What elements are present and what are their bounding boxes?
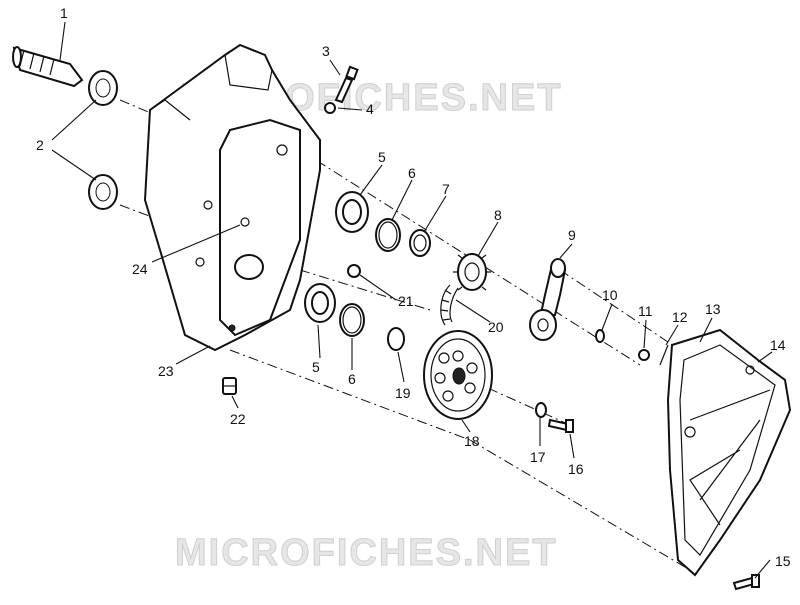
callout-5-upper: 5 — [378, 149, 386, 165]
chaincase-housing — [143, 43, 321, 352]
callout-9: 9 — [568, 227, 576, 243]
callout-23: 23 — [158, 363, 174, 379]
callout-22: 22 — [230, 411, 246, 427]
callout-20: 20 — [488, 319, 504, 335]
callout-8: 8 — [494, 207, 502, 223]
nut-part-11 — [638, 349, 650, 361]
callout-labels: 1 2 3 4 5 6 7 8 9 10 11 12 13 14 15 16 1… — [36, 5, 791, 569]
callout-7: 7 — [442, 181, 450, 197]
callout-5-lower: 5 — [312, 359, 320, 375]
chaincase-cover-part — [666, 328, 792, 577]
assembly-axis-lines — [119, 99, 691, 571]
callout-18: 18 — [464, 433, 480, 449]
callout-24: 24 — [132, 261, 148, 277]
drain-plug-part — [222, 377, 237, 395]
callout-6-lower: 6 — [348, 371, 356, 387]
washer-part-19 — [387, 327, 405, 351]
callout-13: 13 — [705, 301, 721, 317]
callout-10: 10 — [602, 287, 618, 303]
callout-19: 19 — [395, 385, 411, 401]
small-sprocket-part — [453, 253, 491, 291]
washer-part-17 — [535, 402, 547, 418]
shaft-part — [12, 46, 84, 88]
callout-11: 11 — [638, 303, 653, 319]
callout-2: 2 — [36, 137, 44, 153]
chain-part — [440, 284, 459, 326]
part-21 — [347, 264, 361, 278]
callout-14: 14 — [770, 337, 786, 353]
callout-1: 1 — [60, 5, 68, 21]
o-ring-part-upper — [375, 218, 401, 252]
washer-part-7 — [409, 229, 431, 257]
tensioner-arm-part — [529, 258, 567, 341]
seal-part-upper — [88, 70, 118, 106]
callout-6-upper: 6 — [408, 165, 416, 181]
callout-3: 3 — [322, 43, 330, 59]
nut-part — [324, 102, 336, 114]
leader-lines — [51, 21, 773, 579]
callout-12: 12 — [672, 309, 688, 325]
callout-17: 17 — [530, 449, 546, 465]
bolt-part-16 — [547, 418, 574, 433]
callout-4: 4 — [366, 101, 374, 117]
callout-15: 15 — [775, 553, 791, 569]
seal-part-lower — [88, 174, 118, 210]
cotter-pin-part-12 — [659, 344, 669, 366]
cover-bolt-part — [732, 574, 760, 591]
large-sprocket-part — [423, 330, 493, 420]
bearing-part-upper — [335, 191, 369, 233]
callout-16: 16 — [568, 461, 584, 477]
callout-21: 21 — [398, 293, 414, 309]
o-ring-part-lower — [339, 303, 365, 337]
bolt-part — [334, 65, 359, 104]
watermark-bottom: MICROFICHES.NET — [175, 532, 558, 574]
bearing-part-lower — [304, 283, 336, 323]
washer-part-10 — [595, 329, 605, 343]
